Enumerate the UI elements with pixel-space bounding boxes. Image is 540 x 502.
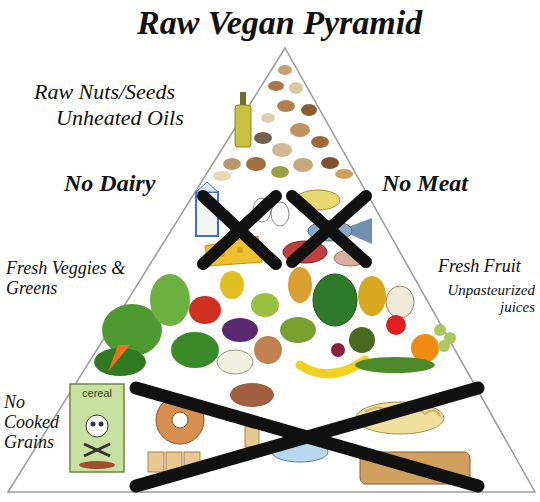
veggies-greens (94, 271, 282, 376)
oil-bottle (235, 92, 251, 147)
diagram-title: Raw Vegan Pyramid (137, 4, 422, 42)
package-text: cereal (71, 387, 123, 399)
exclusion-label: No Cooked Grains (4, 392, 68, 452)
exclusion-label: No Meat (382, 170, 468, 197)
cross-out (136, 388, 478, 486)
exclusion-label: No Dairy (64, 170, 155, 197)
cross-out (203, 196, 366, 264)
tier-label: Fresh Fruit (438, 256, 521, 276)
fresh-fruit (280, 267, 456, 374)
cereal-box (70, 384, 124, 472)
nuts-seeds (213, 65, 353, 181)
tier-label: Raw Nuts/Seeds (34, 80, 175, 105)
tier-note: Unpasteurized juices (438, 282, 535, 316)
meat-foods (283, 190, 372, 266)
tier-label: Unheated Oils (56, 106, 184, 131)
tier-label: Fresh Veggies & Greens (6, 258, 144, 298)
dairy-foods (196, 182, 289, 266)
